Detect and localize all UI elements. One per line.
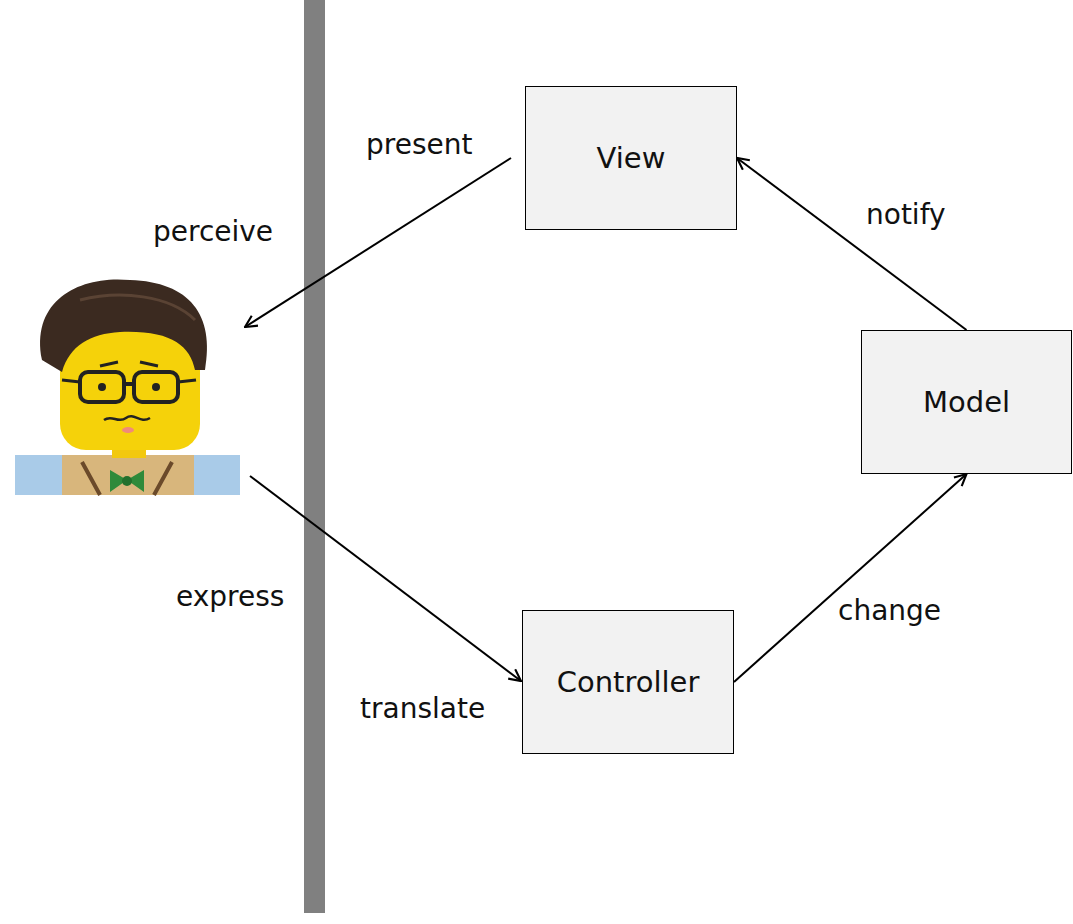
- flow-label: present: [366, 128, 472, 162]
- box-text: Model: [913, 385, 1020, 419]
- box-text: Controller: [547, 665, 710, 699]
- flow-label: express: [176, 580, 284, 614]
- process-box: Model: [861, 330, 1072, 474]
- flow-arrow: [737, 158, 967, 330]
- box-text: View: [587, 141, 676, 175]
- present-arrow: [245, 158, 511, 327]
- flow-arrow: [734, 474, 967, 682]
- process-box: View: [525, 86, 737, 230]
- process-box: Controller: [522, 610, 734, 754]
- flow-label: perceive: [153, 215, 273, 249]
- boundary-bar: [304, 0, 325, 913]
- express-arrow: [250, 476, 521, 681]
- edge-label: notify: [866, 198, 946, 232]
- flow-label: translate: [360, 692, 485, 726]
- edge-label: change: [838, 594, 941, 628]
- user-figure: [15, 279, 240, 495]
